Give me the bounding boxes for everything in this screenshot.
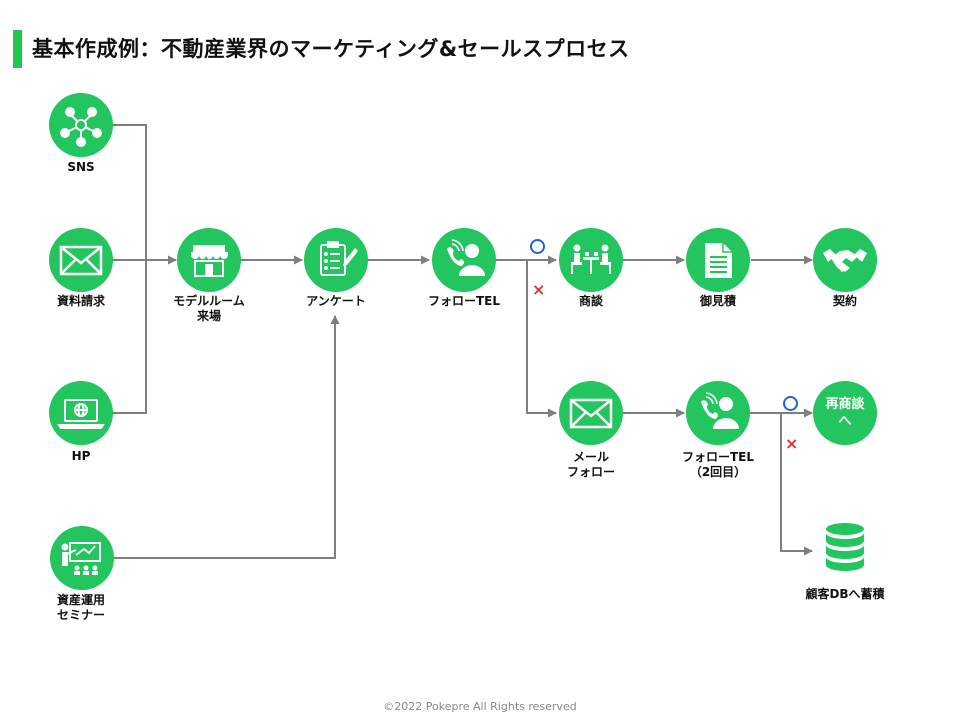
envelope-icon <box>59 245 103 276</box>
label-mail-follow: メール フォロー <box>566 450 615 479</box>
page-title: 基本作成例：不動産業界のマーケティング&セールスプロセス <box>32 37 630 61</box>
label-shiryo: 資料請求 <box>56 294 105 308</box>
handshake-icon <box>823 249 867 272</box>
document-icon <box>705 243 732 278</box>
label-negotiation: 商談 <box>578 294 603 308</box>
node-mail-follow <box>559 381 623 445</box>
presentation-icon <box>61 542 101 575</box>
label-customer-db: 顧客DBへ蓄積 <box>805 587 885 601</box>
node-hp <box>49 381 113 445</box>
phone-person-icon <box>447 239 485 276</box>
label-hp: HP <box>71 449 91 463</box>
node-renegotiation <box>813 381 877 445</box>
network-icon <box>60 107 102 147</box>
node-seminar <box>50 526 114 590</box>
copyright-footer: ©2022 Pokepre All Rights reserved <box>383 700 577 713</box>
connector-seminar-to-survey <box>114 315 340 559</box>
laptop-globe-icon <box>57 399 105 429</box>
node-contract <box>813 228 877 292</box>
node-shiryo <box>49 228 113 292</box>
branch-ng-mark-1: × <box>532 280 546 299</box>
label-sns: SNS <box>67 160 95 174</box>
phone-person-icon <box>701 392 739 429</box>
connector-to-mail-follow <box>526 260 557 418</box>
connector-sources-bracket <box>112 124 147 414</box>
clipboard-icon <box>320 241 358 276</box>
label-seminar: 資産運用 セミナー <box>56 593 105 622</box>
envelope-icon <box>569 398 613 429</box>
branch-ok-mark-1 <box>530 239 545 254</box>
meeting-icon <box>571 244 611 274</box>
node-follow-tel2 <box>686 381 750 445</box>
label-survey: アンケート <box>306 294 366 308</box>
label-contract: 契約 <box>832 294 857 308</box>
label-follow-tel: フォローTEL <box>427 294 501 308</box>
node-follow-tel <box>432 228 496 292</box>
connectors <box>112 124 813 559</box>
label-model-room: モデルルーム 来場 <box>173 294 245 323</box>
title-accent-bar <box>13 30 22 68</box>
renegotiation-text: 再商談 へ <box>825 397 865 429</box>
database-icon <box>826 523 864 571</box>
label-estimate: 御見積 <box>699 294 736 308</box>
branch-ok-mark-2 <box>783 396 798 411</box>
label-follow-tel2: フォローTEL （2回目） <box>681 450 755 479</box>
branch-ng-mark-2: × <box>785 434 799 453</box>
store-icon <box>191 245 228 277</box>
connector-to-customer-db <box>780 413 813 556</box>
